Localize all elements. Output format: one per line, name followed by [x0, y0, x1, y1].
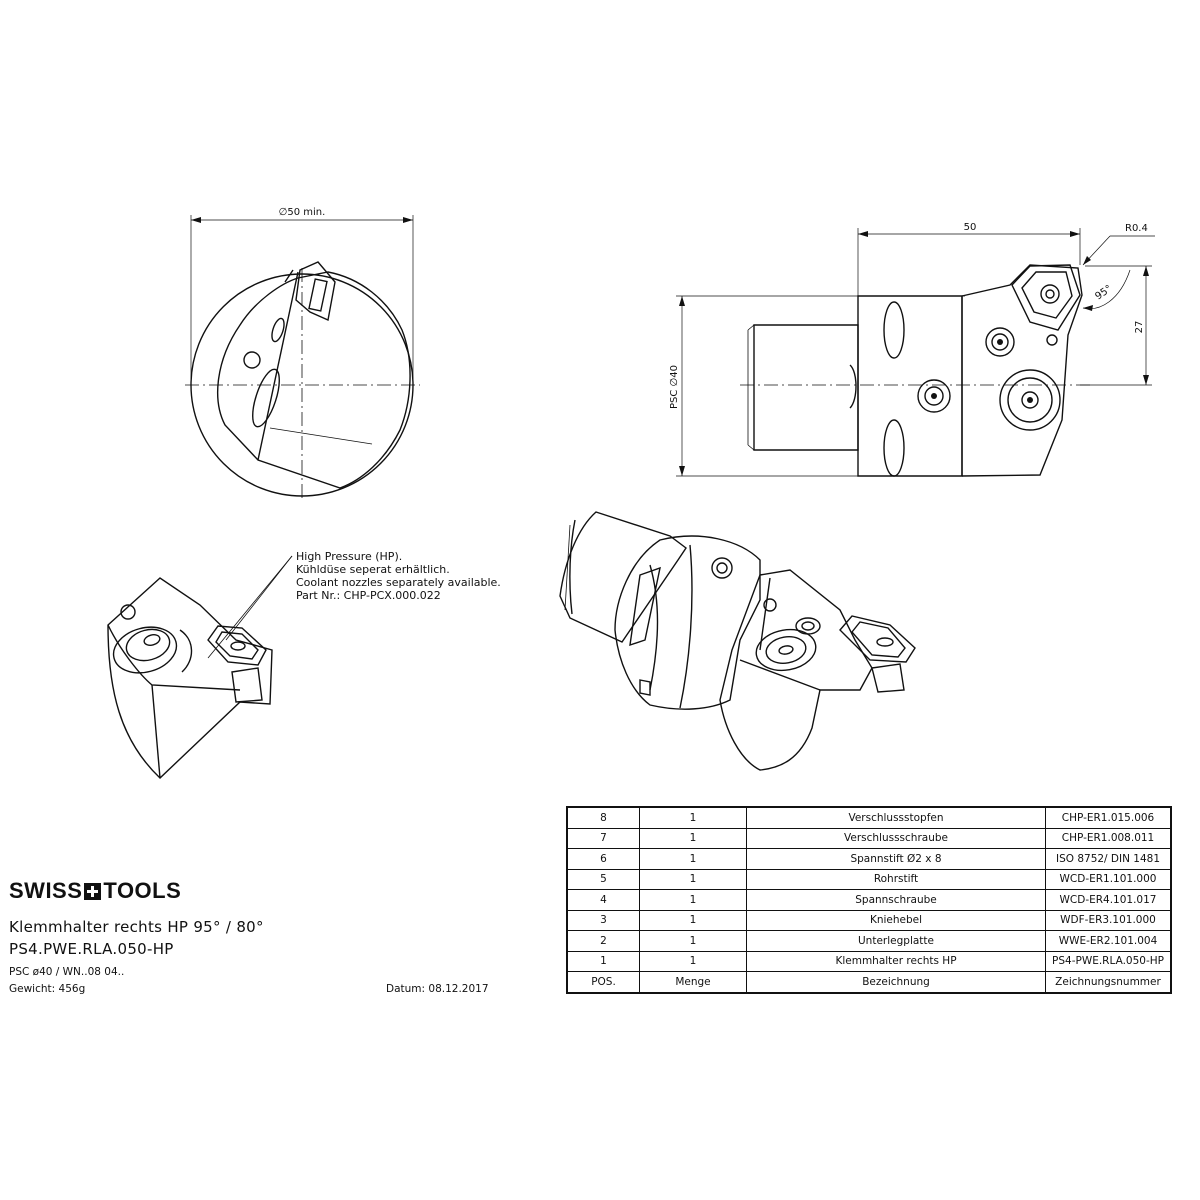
cell-qty: 1 — [639, 807, 747, 829]
brand-logo: SWISS TOOLS — [9, 878, 508, 904]
side-view: 50 R0.4 27 95° PSC ∅40 — [669, 222, 1155, 477]
table-row: 2 1 Unterlegplatte WWE-ER2.101.004 — [567, 930, 1171, 952]
brand-right: TOOLS — [103, 878, 182, 903]
cell-drawing-no: PS4-PWE.RLA.050-HP — [1045, 950, 1171, 972]
cell-qty: 1 — [639, 930, 747, 952]
drawing-title: Klemmhalter rechts HP 95° / 80° — [9, 918, 264, 936]
dim-radius: R0.4 — [1125, 223, 1148, 234]
dim-diameter-min: ∅50 min. — [279, 207, 326, 218]
table-row: 1 1 Klemmhalter rechts HP PS4-PWE.RLA.05… — [567, 950, 1171, 972]
cell-name: Klemmhalter rechts HP — [746, 950, 1046, 972]
cell-name: Spannschraube — [746, 889, 1046, 911]
cell-drawing-no: WWE-ER2.101.004 — [1045, 930, 1171, 952]
table-row: 4 1 Spannschraube WCD-ER4.101.017 — [567, 889, 1171, 911]
cell-pos: 8 — [567, 807, 640, 829]
dim-length-50: 50 — [964, 222, 977, 233]
cell-drawing-no: WCD-ER4.101.017 — [1045, 889, 1171, 911]
cell-drawing-no: WCD-ER1.101.000 — [1045, 868, 1171, 890]
table-row: 7 1 Verschlussschraube CHP-ER1.008.011 — [567, 827, 1171, 849]
title-block: SWISS TOOLS Klemmhalter rechts HP 95° / … — [8, 878, 508, 1000]
dim-angle: 95° — [1093, 283, 1114, 302]
table-row: 6 1 Spannstift Ø2 x 8 ISO 8752/ DIN 1481 — [567, 848, 1171, 870]
cell-qty: 1 — [639, 909, 747, 931]
cell-pos: 1 — [567, 950, 640, 972]
cell-qty: 1 — [639, 848, 747, 870]
cell-pos: 6 — [567, 848, 640, 870]
table-row: 3 1 Kniehebel WDF-ER3.101.000 — [567, 909, 1171, 931]
cell-qty: 1 — [639, 868, 747, 890]
cell-name: Verschlussschraube — [746, 827, 1046, 849]
cell-name: Rohrstift — [746, 868, 1046, 890]
cell-qty: 1 — [639, 950, 747, 972]
cell-drawing-no: WDF-ER3.101.000 — [1045, 909, 1171, 931]
cell-pos: 7 — [567, 827, 640, 849]
cell-name: Unterlegplatte — [746, 930, 1046, 952]
header-name: Bezeichnung — [746, 971, 1046, 993]
coolant-note-line-4: Part Nr.: CHP-PCX.000.022 — [296, 589, 441, 602]
cell-pos: 2 — [567, 930, 640, 952]
dim-psc-diameter: PSC ∅40 — [669, 365, 680, 409]
coolant-note-line-1: High Pressure (HP). — [296, 550, 402, 563]
cell-name: Verschlussstopfen — [746, 807, 1046, 829]
cell-pos: 5 — [567, 868, 640, 890]
coolant-note-line-3: Coolant nozzles separately available. — [296, 576, 501, 589]
table-row: 5 1 Rohrstift WCD-ER1.101.000 — [567, 868, 1171, 890]
detail-view: High Pressure (HP). Kühldüse seperat erh… — [107, 550, 501, 779]
header-drawing-no: Zeichnungsnummer — [1045, 971, 1171, 993]
cell-qty: 1 — [639, 889, 747, 911]
cell-pos: 3 — [567, 909, 640, 931]
cell-name: Kniehebel — [746, 909, 1046, 931]
date-label: Datum: 08.12.2017 — [386, 983, 489, 995]
cell-drawing-no: ISO 8752/ DIN 1481 — [1045, 848, 1171, 870]
cell-drawing-no: CHP-ER1.008.011 — [1045, 827, 1171, 849]
table-row: 8 1 Verschlussstopfen CHP-ER1.015.006 — [567, 807, 1171, 829]
cell-name: Spannstift Ø2 x 8 — [746, 848, 1046, 870]
dim-height-27: 27 — [1134, 321, 1145, 334]
cell-pos: 4 — [567, 889, 640, 911]
part-number: PS4.PWE.RLA.050-HP — [9, 940, 174, 958]
spec-line: PSC ø40 / WN..08 04.. — [9, 966, 125, 978]
isometric-view — [559, 511, 916, 771]
weight-line: Gewicht: 456g — [9, 983, 86, 995]
cell-drawing-no: CHP-ER1.015.006 — [1045, 807, 1171, 829]
cell-qty: 1 — [639, 827, 747, 849]
swiss-cross-icon — [84, 882, 102, 900]
front-view: ∅50 min. — [185, 207, 420, 500]
header-qty: Menge — [639, 971, 747, 993]
coolant-note-line-2: Kühldüse seperat erhältlich. — [296, 563, 450, 576]
brand-left: SWISS — [9, 878, 83, 903]
header-pos: POS. — [567, 971, 640, 993]
table-header-row: POS. Menge Bezeichnung Zeichnungsnummer — [567, 971, 1171, 993]
parts-table: 8 1 Verschlussstopfen CHP-ER1.015.006 7 … — [566, 806, 1172, 994]
